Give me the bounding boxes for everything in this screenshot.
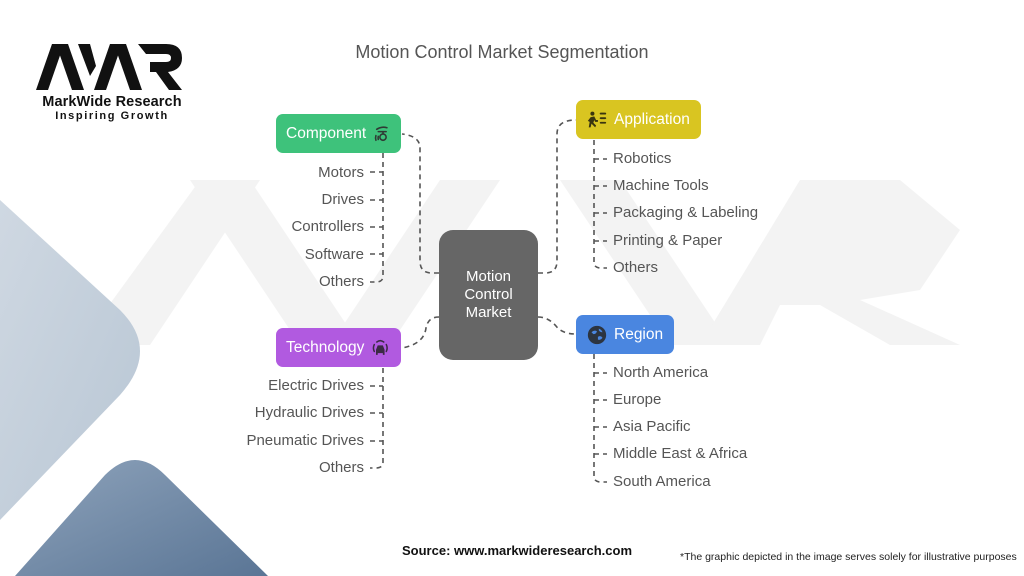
category-application: Application xyxy=(576,100,701,139)
brand-name: MarkWide Research xyxy=(42,94,182,110)
technology-item: Others xyxy=(318,459,364,476)
page-title: Motion Control Market Segmentation xyxy=(355,42,649,62)
globe-icon xyxy=(587,325,607,344)
running-person-list-icon xyxy=(587,111,607,127)
category-label: Region xyxy=(614,325,664,343)
category-technology: Technology xyxy=(276,328,401,367)
car-signal-icon xyxy=(373,339,389,355)
mwr-logo-mark xyxy=(36,44,182,90)
application-item: Packaging & Labeling xyxy=(613,204,759,221)
region-item: North America xyxy=(613,364,709,381)
component-item: Motors xyxy=(318,164,364,181)
category-region: Region xyxy=(576,315,674,354)
category-label: Application xyxy=(614,110,690,128)
application-item: Others xyxy=(613,259,659,276)
decor-shape-light xyxy=(0,200,140,520)
technology-item: Hydraulic Drives xyxy=(254,404,364,421)
gear-hand-icon xyxy=(374,125,388,141)
component-item: Software xyxy=(304,246,364,263)
technology-item: Electric Drives xyxy=(268,377,364,394)
region-item: Europe xyxy=(613,391,662,408)
center-node-motion-control-market: Motion Control Market xyxy=(439,230,538,360)
region-item: South America xyxy=(613,473,711,490)
technology-item: Pneumatic Drives xyxy=(246,432,364,449)
application-item: Printing & Paper xyxy=(613,232,723,249)
category-label: Technology xyxy=(286,338,365,356)
application-item: Machine Tools xyxy=(613,177,709,194)
component-item: Drives xyxy=(321,191,364,208)
category-label: Component xyxy=(286,124,367,142)
component-item: Others xyxy=(318,273,364,290)
region-item: Middle East & Africa xyxy=(613,445,748,462)
application-item: Robotics xyxy=(613,150,672,167)
component-item: Controllers xyxy=(291,218,364,235)
category-component: Component xyxy=(276,114,401,153)
illustrative-disclaimer: *The graphic depicted in the image serve… xyxy=(680,551,1017,563)
brand-tagline: Inspiring Growth xyxy=(55,110,169,122)
decor-shape-dark xyxy=(15,460,268,576)
source-citation: Source: www.markwideresearch.com xyxy=(402,543,633,558)
markwide-logo: MarkWide Research Inspiring Growth xyxy=(34,42,190,122)
region-item: Asia Pacific xyxy=(613,418,691,435)
